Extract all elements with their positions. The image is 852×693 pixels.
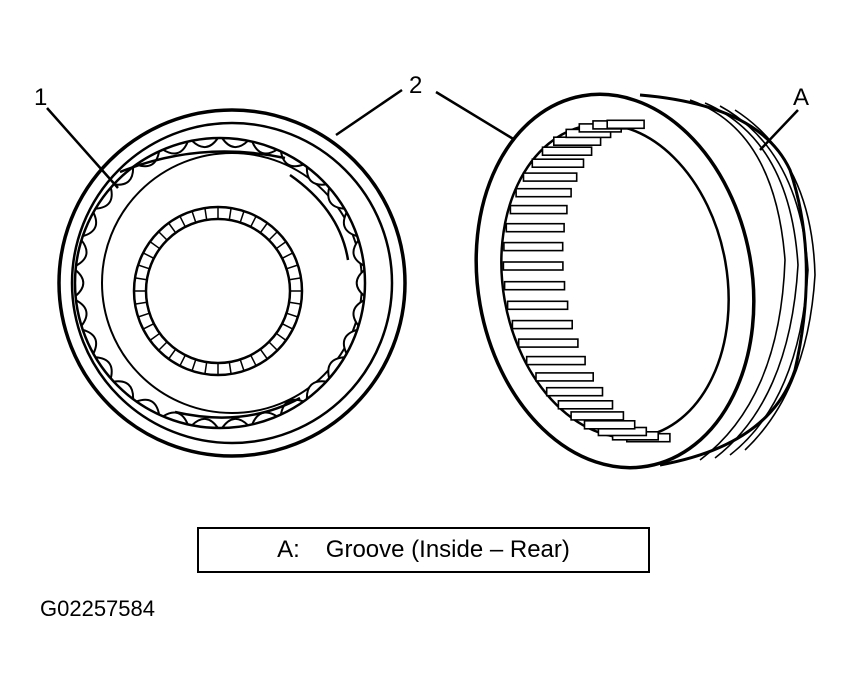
spline [286,264,299,270]
tooth [75,299,88,327]
spline [137,312,150,318]
leader-lines [46,88,799,189]
internal-tooth [511,319,574,330]
tooth [74,269,85,297]
spline [288,301,302,305]
spline [191,359,197,372]
spline [204,207,208,221]
internal-teeth [502,119,671,443]
leader-2-left [335,88,403,137]
callout-2: 2 [409,72,423,99]
internal-tooth [503,241,564,252]
outer-rim-inner-edge [70,121,394,445]
spline [281,252,294,259]
ring-body-side [639,93,808,467]
internal-tooth [552,136,602,146]
spline [275,240,287,250]
legend-box: A: Groove (Inside – Rear) [197,527,650,573]
internal-tooth [535,372,595,382]
spline [259,222,269,234]
groove-line-2 [704,102,799,459]
spline [288,277,302,281]
spline [191,210,197,223]
figure-id: G02257584 [40,596,155,621]
internal-tooth [517,338,579,348]
spline [142,252,155,259]
spline [167,348,177,360]
spline [137,264,150,270]
spline [275,332,287,342]
spline [149,332,161,342]
spline [179,354,186,367]
callout-1: 1 [34,84,48,111]
tooth [75,239,88,267]
spline [228,361,232,375]
internal-tooth [583,419,636,430]
outer-teeth [73,136,367,430]
internal-tooth [505,222,565,233]
internal-tooth [522,172,578,182]
internal-tooth [515,187,572,198]
spline [268,341,278,351]
front-view-ring [57,108,407,458]
spline [239,359,245,372]
spline [167,222,177,234]
front-face-outer [474,92,756,470]
leader-a [759,109,799,151]
spline-ring-inner [144,217,292,365]
legend-key: A: [277,536,300,563]
legend-text: Groove (Inside – Rear) [325,536,570,563]
spline [239,210,245,223]
keyway-right [289,173,350,261]
leader-2-right [435,90,516,142]
keyway-bottom [174,396,301,419]
internal-tooth [531,158,585,168]
spline [149,240,161,250]
spline [142,323,155,330]
internal-tooth [545,386,604,397]
internal-tooth [606,119,645,130]
internal-tooth [506,300,569,311]
internal-tooth [503,280,566,291]
spline [134,277,148,281]
spline [259,348,269,360]
spline [228,207,232,221]
teeth-base-circle [73,136,367,430]
internal-tooth [509,204,568,215]
callout-a: A [793,84,810,111]
internal-tooth [557,399,614,410]
tooth [352,299,365,327]
spline [250,354,257,367]
spline [286,312,299,318]
keyway-top [119,150,286,174]
spline [281,323,294,330]
tooth [352,239,365,267]
spline [158,231,168,241]
outer-rim [57,108,407,458]
spline [204,361,208,375]
leader-1 [46,107,119,189]
spline [268,231,278,241]
spline [179,215,186,228]
spline [250,215,257,228]
tooth [162,141,189,155]
internal-tooth [541,146,593,156]
spline [134,301,148,305]
internal-tooth [502,261,564,271]
inner-splines [134,207,302,375]
perspective-view-ring [474,92,816,470]
groove-line-3 [719,105,809,456]
groove-line-1 [689,99,786,461]
internal-tooth [525,355,586,366]
tooth [355,269,366,297]
spline [158,341,168,351]
internal-tooth [570,411,625,421]
groove-line-4 [734,109,816,451]
